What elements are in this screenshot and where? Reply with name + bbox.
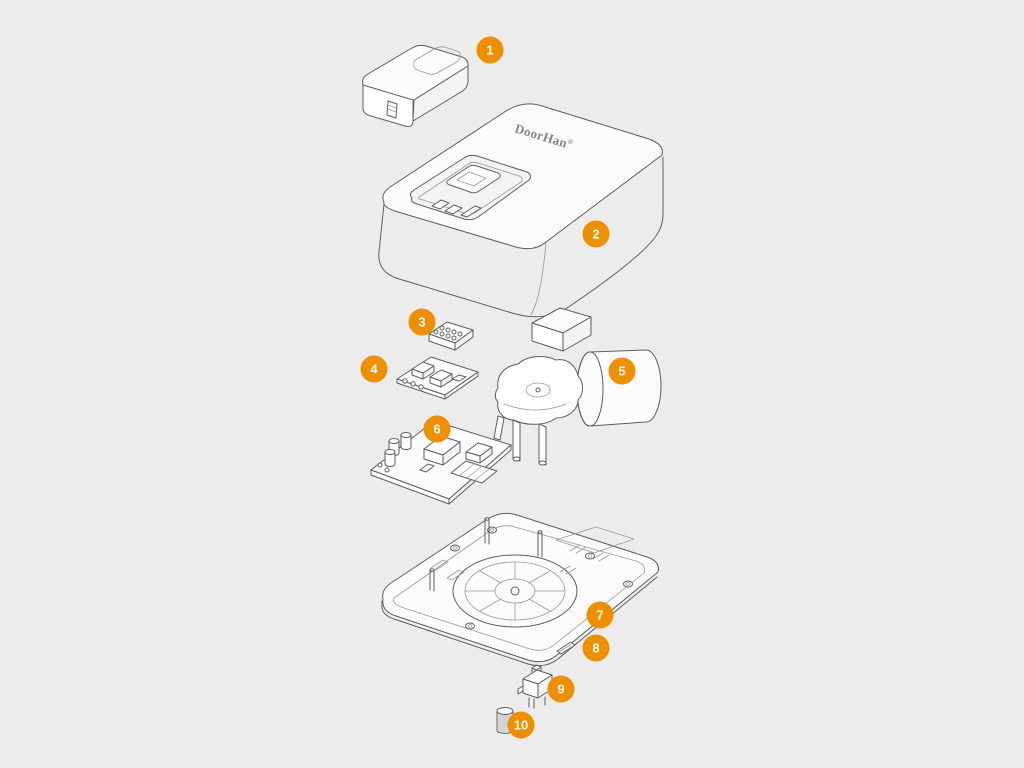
part-switch	[517, 664, 553, 709]
callout-small-board: 4	[360, 355, 388, 383]
callout-number: 9	[557, 681, 565, 697]
callout-main-board: 6	[423, 415, 451, 443]
callout-number: 4	[370, 361, 378, 377]
callout-number: 8	[592, 640, 600, 656]
part-main-board	[370, 420, 512, 505]
callout-top-cover: 1	[476, 36, 504, 64]
callout-number: 6	[433, 421, 441, 437]
base-plate-ring	[452, 554, 578, 628]
callout-number: 5	[618, 363, 626, 379]
callout-switch: 9	[547, 675, 575, 703]
callout-housing: 2	[582, 220, 610, 248]
callout-pin: 8	[582, 634, 610, 662]
callout-number: 1	[486, 42, 494, 58]
part-pin	[556, 641, 576, 655]
callout-number: 7	[596, 607, 604, 623]
callout-base-plate: 7	[586, 601, 614, 629]
part-base-plate	[381, 512, 659, 667]
callout-number: 3	[418, 314, 426, 330]
part-housing: DoorHan®	[378, 103, 664, 318]
part-pin-block	[428, 321, 474, 351]
callout-motor: 5	[608, 357, 636, 385]
part-motor	[493, 307, 662, 466]
callout-pin-block: 3	[408, 308, 436, 336]
part-small-board	[396, 356, 479, 400]
callout-number: 2	[592, 226, 600, 242]
callout-roller: 10	[507, 711, 535, 739]
callout-number: 10	[513, 717, 529, 733]
part-top-cover	[362, 44, 469, 127]
